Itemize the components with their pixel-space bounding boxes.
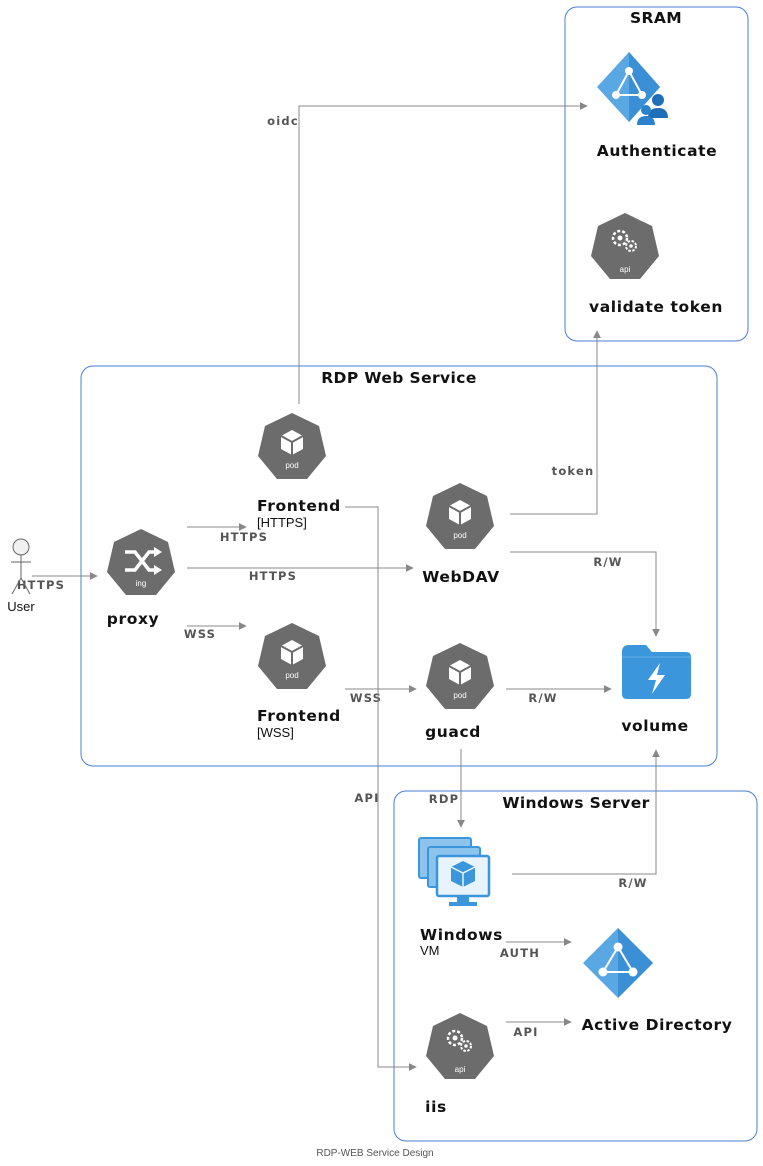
edge-label-webdav-volume: R/W xyxy=(593,555,622,569)
windows-vm-sub: VM xyxy=(420,943,440,958)
edge-label-auth: AUTH xyxy=(500,946,540,960)
iis-node: api iis xyxy=(425,1013,494,1116)
volume-label: volume xyxy=(621,717,688,735)
guacd-label: guacd xyxy=(425,723,481,741)
pod-icon-label: pod xyxy=(453,531,466,540)
volume-node: volume xyxy=(621,645,691,735)
group-rdp-web-service: RDP Web Service xyxy=(80,365,718,767)
windows-vm-title: Windows xyxy=(420,926,503,944)
validate-token-node: api validate token xyxy=(589,213,723,316)
pod-icon: pod xyxy=(258,623,326,689)
azure-active-directory-icon xyxy=(583,928,653,998)
frontend-https-node: pod Frontend [HTTPS] xyxy=(257,413,341,530)
pod-icon: pod xyxy=(426,643,494,709)
edge-label-proxy-frontend-wss: WSS xyxy=(184,627,216,641)
group-windows-server: Windows Server xyxy=(393,790,758,1142)
pod-icon-label: pod xyxy=(285,461,298,470)
folder-bolt-icon xyxy=(622,645,691,699)
iis-label: iis xyxy=(425,1098,447,1116)
diagram-caption: RDP-WEB Service Design xyxy=(316,1148,433,1159)
user-node: User xyxy=(7,538,35,614)
frontend-wss-node: pod Frontend [WSS] xyxy=(257,623,341,740)
edge-frontend-oidc xyxy=(298,102,588,404)
group-windows-title: Windows Server xyxy=(502,794,649,812)
edge-label-frontend-wss-guacd: WSS xyxy=(350,691,382,705)
group-rdp-title: RDP Web Service xyxy=(321,369,477,387)
edge-windows-volume xyxy=(512,749,660,875)
validate-token-label: validate token xyxy=(589,298,723,316)
edge-label-user-proxy: HTTPS xyxy=(17,578,65,592)
edge-label-token: token xyxy=(552,464,595,478)
ingress-icon: ing xyxy=(107,529,175,595)
pod-icon: pod xyxy=(258,413,326,479)
frontend-https-title: Frontend xyxy=(257,497,341,515)
api-icon: api xyxy=(426,1013,494,1079)
ingress-icon-label: ing xyxy=(136,579,147,588)
user-label: User xyxy=(7,599,35,614)
pod-icon-label: pod xyxy=(285,671,298,680)
edge-label-api-frontend: API xyxy=(354,791,379,805)
active-directory-label: Active Directory xyxy=(582,1016,733,1034)
edge-label-windows-volume: R/W xyxy=(618,876,647,890)
authenticate-label: Authenticate xyxy=(597,142,718,160)
webdav-node: pod WebDAV xyxy=(422,483,500,586)
edge-label-rdp: RDP xyxy=(429,792,459,806)
frontend-wss-sub: [WSS] xyxy=(257,725,294,740)
edge-frontend-api xyxy=(345,506,417,1071)
webdav-label: WebDAV xyxy=(422,568,500,586)
proxy-node: ing proxy xyxy=(107,529,175,628)
group-sram: SRAM xyxy=(564,6,749,342)
proxy-label: proxy xyxy=(107,610,160,628)
edge-webdav-volume xyxy=(510,551,660,637)
frontend-wss-title: Frontend xyxy=(257,707,341,725)
edge-label-proxy-webdav: HTTPS xyxy=(249,569,297,583)
virtual-machines-icon xyxy=(418,837,491,906)
actor-icon xyxy=(11,538,31,595)
pod-icon: pod xyxy=(426,483,494,549)
group-sram-title: SRAM xyxy=(630,9,682,27)
api-icon-label: api xyxy=(455,1065,466,1074)
api-icon-label: api xyxy=(620,265,631,274)
edge-label-proxy-frontend-https: HTTPS xyxy=(220,530,268,544)
windows-vm-node: Windows VM xyxy=(418,837,503,958)
pod-icon-label: pod xyxy=(453,691,466,700)
azure-ad-users-icon xyxy=(597,52,668,125)
active-directory-node: Active Directory xyxy=(582,928,733,1034)
edge-label-api-iis: API xyxy=(513,1025,538,1039)
edge-label-oidc: oidc xyxy=(267,114,299,128)
guacd-node: pod guacd xyxy=(425,643,494,741)
frontend-https-sub: [HTTPS] xyxy=(257,515,307,530)
api-icon: api xyxy=(591,213,659,279)
edge-webdav-token xyxy=(510,330,601,515)
edges: HTTPS HTTPS HTTPS WSS WSS oidc token R/W… xyxy=(17,102,660,1071)
authenticate-node: Authenticate xyxy=(597,52,718,160)
edge-label-guacd-volume: R/W xyxy=(528,691,557,705)
